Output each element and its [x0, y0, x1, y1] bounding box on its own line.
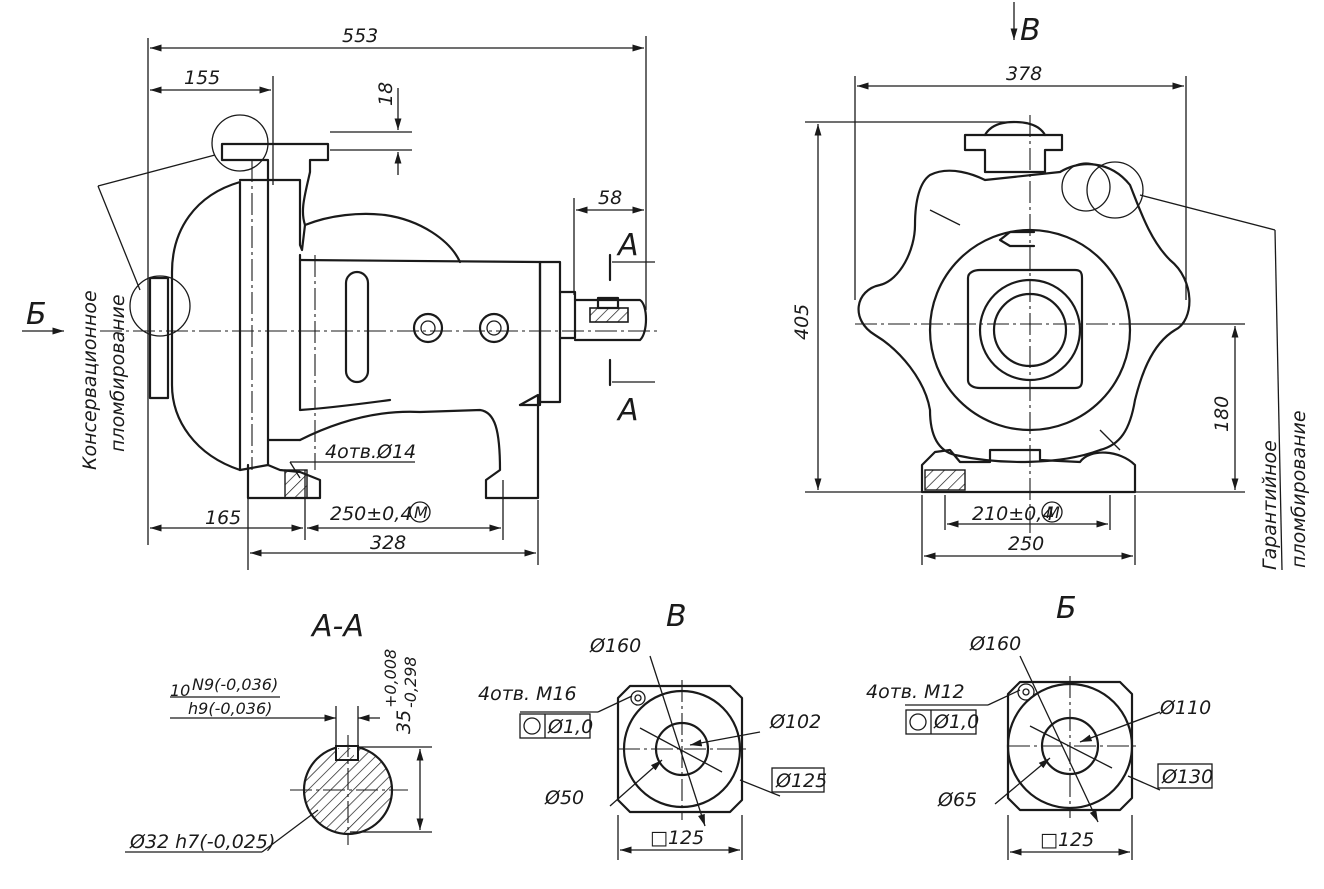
note-preservation-line1: Консервационное: [79, 290, 101, 470]
tol-v: Ø1,0: [547, 716, 593, 738]
note-preservation-line2: пломбирование: [107, 294, 129, 452]
front-view: 553 155 18 58 A A Б 4отв.Ø14 165 250±0,4…: [22, 25, 660, 570]
dim-v-125-box: Ø125: [775, 770, 827, 792]
fit-h9: h9(-0,036): [188, 699, 272, 718]
dim-v-holes: 4отв. M16: [478, 683, 577, 705]
dim-165: 165: [205, 507, 241, 529]
dim-35: 35: [393, 710, 415, 734]
dim-v-102: Ø102: [769, 711, 821, 733]
dim-b-65: Ø65: [937, 789, 977, 811]
section-mark-a-bottom: A: [616, 393, 639, 428]
section-aa: А-А 10 N9(-0,036) h9(-0,036) 35 +0,008 -…: [125, 609, 432, 853]
dim-35-lower: -0,298: [401, 656, 420, 708]
tol-b: Ø1,0: [933, 711, 979, 733]
dim-210-tol: 210±0,4: [972, 503, 1054, 525]
dim-328: 328: [370, 532, 406, 554]
dim-b-sq: □125: [1040, 829, 1094, 851]
view-v-title: В: [666, 599, 687, 634]
view-v: В Ø160 4отв. M16 Ø1,0 Ø102 Ø125 Ø50 □125: [478, 599, 827, 860]
section-aa-title: А-А: [310, 609, 364, 644]
view-mark-v: В: [1020, 13, 1041, 48]
note-warranty-line1: Гарантийное: [1259, 440, 1281, 570]
dim-250-side: 250: [1008, 533, 1044, 555]
dim-250-modifier: M: [414, 503, 428, 522]
view-mark-b: Б: [26, 297, 47, 332]
dim-18: 18: [375, 82, 397, 106]
dim-shaft-32: Ø32 h7(-0,025): [129, 831, 275, 853]
dim-155: 155: [184, 67, 220, 89]
view-b: Б Ø160 4отв. M12 Ø1,0 Ø110 Ø130 Ø65 □125: [866, 591, 1213, 860]
dim-553: 553: [342, 25, 378, 47]
dim-v-sq: □125: [650, 827, 704, 849]
dim-b-130-box: Ø130: [1161, 766, 1213, 788]
view-b-title: Б: [1056, 591, 1077, 626]
dim-210-modifier: M: [1046, 503, 1060, 522]
dim-v-160: Ø160: [589, 635, 641, 657]
fit-prefix: 10: [170, 681, 190, 700]
dim-378: 378: [1006, 63, 1042, 85]
dim-250-tol: 250±0,4: [330, 503, 412, 525]
dim-180: 180: [1211, 396, 1233, 432]
section-mark-a-top: A: [616, 228, 639, 263]
fit-n9: N9(-0,036): [192, 675, 278, 694]
dim-v-50: Ø50: [544, 787, 584, 809]
dim-b-holes: 4отв. M12: [866, 681, 965, 703]
dim-58: 58: [598, 187, 622, 209]
side-view: В 378 405 180 210±0,4 M 250 Гарантийное …: [791, 2, 1310, 571]
dim-holes-14: 4отв.Ø14: [325, 441, 416, 463]
note-warranty-line2: пломбирование: [1288, 410, 1310, 568]
dim-b-110: Ø110: [1159, 697, 1211, 719]
dim-35-upper: +0,008: [381, 649, 400, 708]
dim-405: 405: [791, 304, 813, 340]
dim-b-160: Ø160: [969, 633, 1021, 655]
